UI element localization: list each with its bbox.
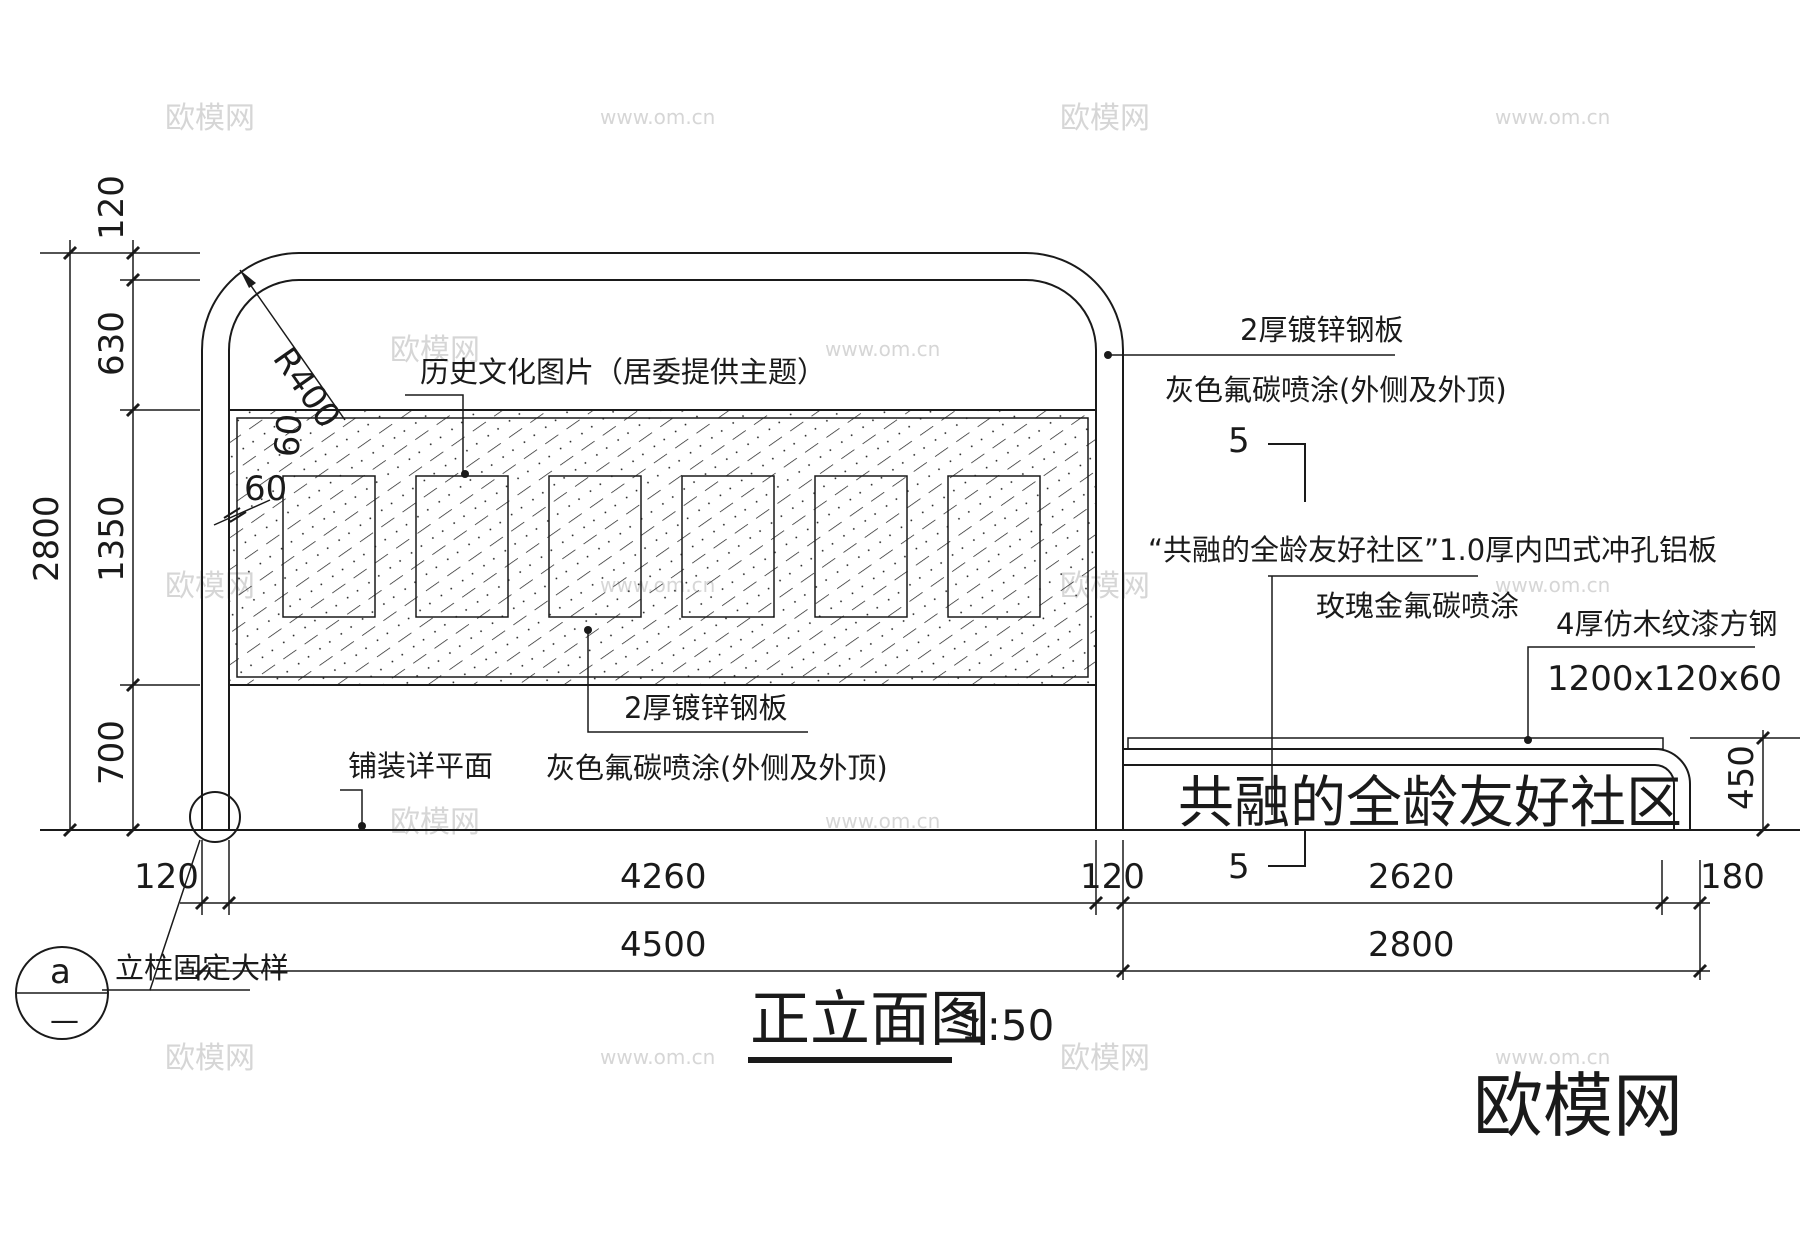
dim-total-height: 2800: [27, 495, 67, 582]
dim-4260: 4260: [620, 857, 707, 897]
brand-logo: 欧模网: [1473, 1065, 1683, 1147]
frame-width-top: 60: [267, 412, 311, 459]
watermark-brand: 欧模网: [1060, 1041, 1150, 1076]
drawing-title: 正立面图 1:50: [748, 985, 1054, 1063]
title-main: 正立面图: [750, 985, 990, 1055]
dim-180: 180: [1700, 857, 1765, 897]
section-mark-bottom: 5: [1228, 847, 1250, 887]
detail-letter: a: [50, 952, 71, 992]
dim-2800: 2800: [1368, 925, 1455, 965]
watermark-url: www.om.cn: [1495, 105, 1610, 129]
bench-note-line2: 1200x120x60: [1547, 659, 1782, 699]
frame-width-left: 60: [244, 469, 287, 509]
left-dimensions: 2800 120 630 1350 700: [27, 175, 200, 838]
title-scale: 1:50: [960, 1001, 1054, 1050]
board-note-line1: “共融的全龄友好社区”1.0厚内凹式冲孔铝板: [1148, 533, 1717, 567]
picture-frame: [947, 475, 1041, 618]
dim-120-left: 120: [134, 857, 199, 897]
detail-callout: a — 立柱固定大样: [15, 791, 289, 1040]
board-note-line2: 玫瑰金氟碳喷涂: [1316, 589, 1519, 623]
annotations: 历史文化图片（居委提供主题） 2厚镀锌钢板 灰色氟碳喷涂(外侧及外顶) “共融的…: [340, 313, 1782, 830]
dim-2620: 2620: [1368, 857, 1455, 897]
picture-frame: [814, 475, 908, 618]
dim-4500: 4500: [620, 925, 707, 965]
dim-700: 700: [92, 720, 132, 785]
right-plate-line2: 灰色氟碳喷涂(外侧及外顶): [1165, 373, 1507, 407]
right-plate-line1: 2厚镀锌钢板: [1240, 313, 1403, 347]
right-dimension: 450: [1690, 730, 1800, 838]
paving-note: 铺装详平面: [348, 749, 493, 783]
center-plate-line1: 2厚镀锌钢板: [624, 691, 787, 725]
bench-note-line1: 4厚仿木纹漆方钢: [1556, 607, 1777, 641]
bottom-dimensions-row2: 4500 2800: [180, 925, 1710, 979]
watermark-brand: 欧模网: [165, 101, 255, 136]
dim-120-top: 120: [92, 175, 132, 240]
watermark-url: www.om.cn: [600, 105, 715, 129]
watermark-url: www.om.cn: [825, 337, 940, 361]
dim-630: 630: [92, 311, 132, 376]
watermark-brand: 欧模网: [390, 333, 480, 368]
detail-sub: —: [50, 1003, 79, 1037]
dim-1350: 1350: [92, 495, 132, 582]
watermark-brand: 欧模网: [1060, 101, 1150, 136]
bench: 共融的全龄友好社区: [1123, 737, 1691, 836]
center-plate-line2: 灰色氟碳喷涂(外侧及外顶): [546, 751, 888, 785]
picture-frames: [282, 475, 1041, 618]
bench-lettering: 共融的全龄友好社区: [1178, 771, 1682, 836]
dim-120-mid: 120: [1080, 857, 1145, 897]
display-panel: [228, 409, 1097, 686]
watermark-brand: 欧模网: [165, 1041, 255, 1076]
watermark-url: www.om.cn: [600, 1045, 715, 1069]
dim-450: 450: [1722, 745, 1762, 810]
watermark-url: www.om.cn: [1495, 1045, 1610, 1069]
picture-frame: [548, 475, 642, 618]
detail-note: 立柱固定大样: [115, 951, 289, 985]
top-note: 历史文化图片（居委提供主题）: [420, 355, 826, 389]
bottom-dimensions-row1: 120 4260 120 2620 180: [134, 840, 1765, 980]
watermark-url: www.om.cn: [1495, 573, 1610, 597]
board-frame: [201, 252, 1124, 830]
watermark-brand: 欧模网: [390, 805, 480, 840]
section-cut: 5 5: [1228, 421, 1306, 887]
section-mark-top: 5: [1228, 421, 1250, 461]
picture-frame: [681, 475, 775, 618]
picture-frame: [282, 475, 376, 618]
